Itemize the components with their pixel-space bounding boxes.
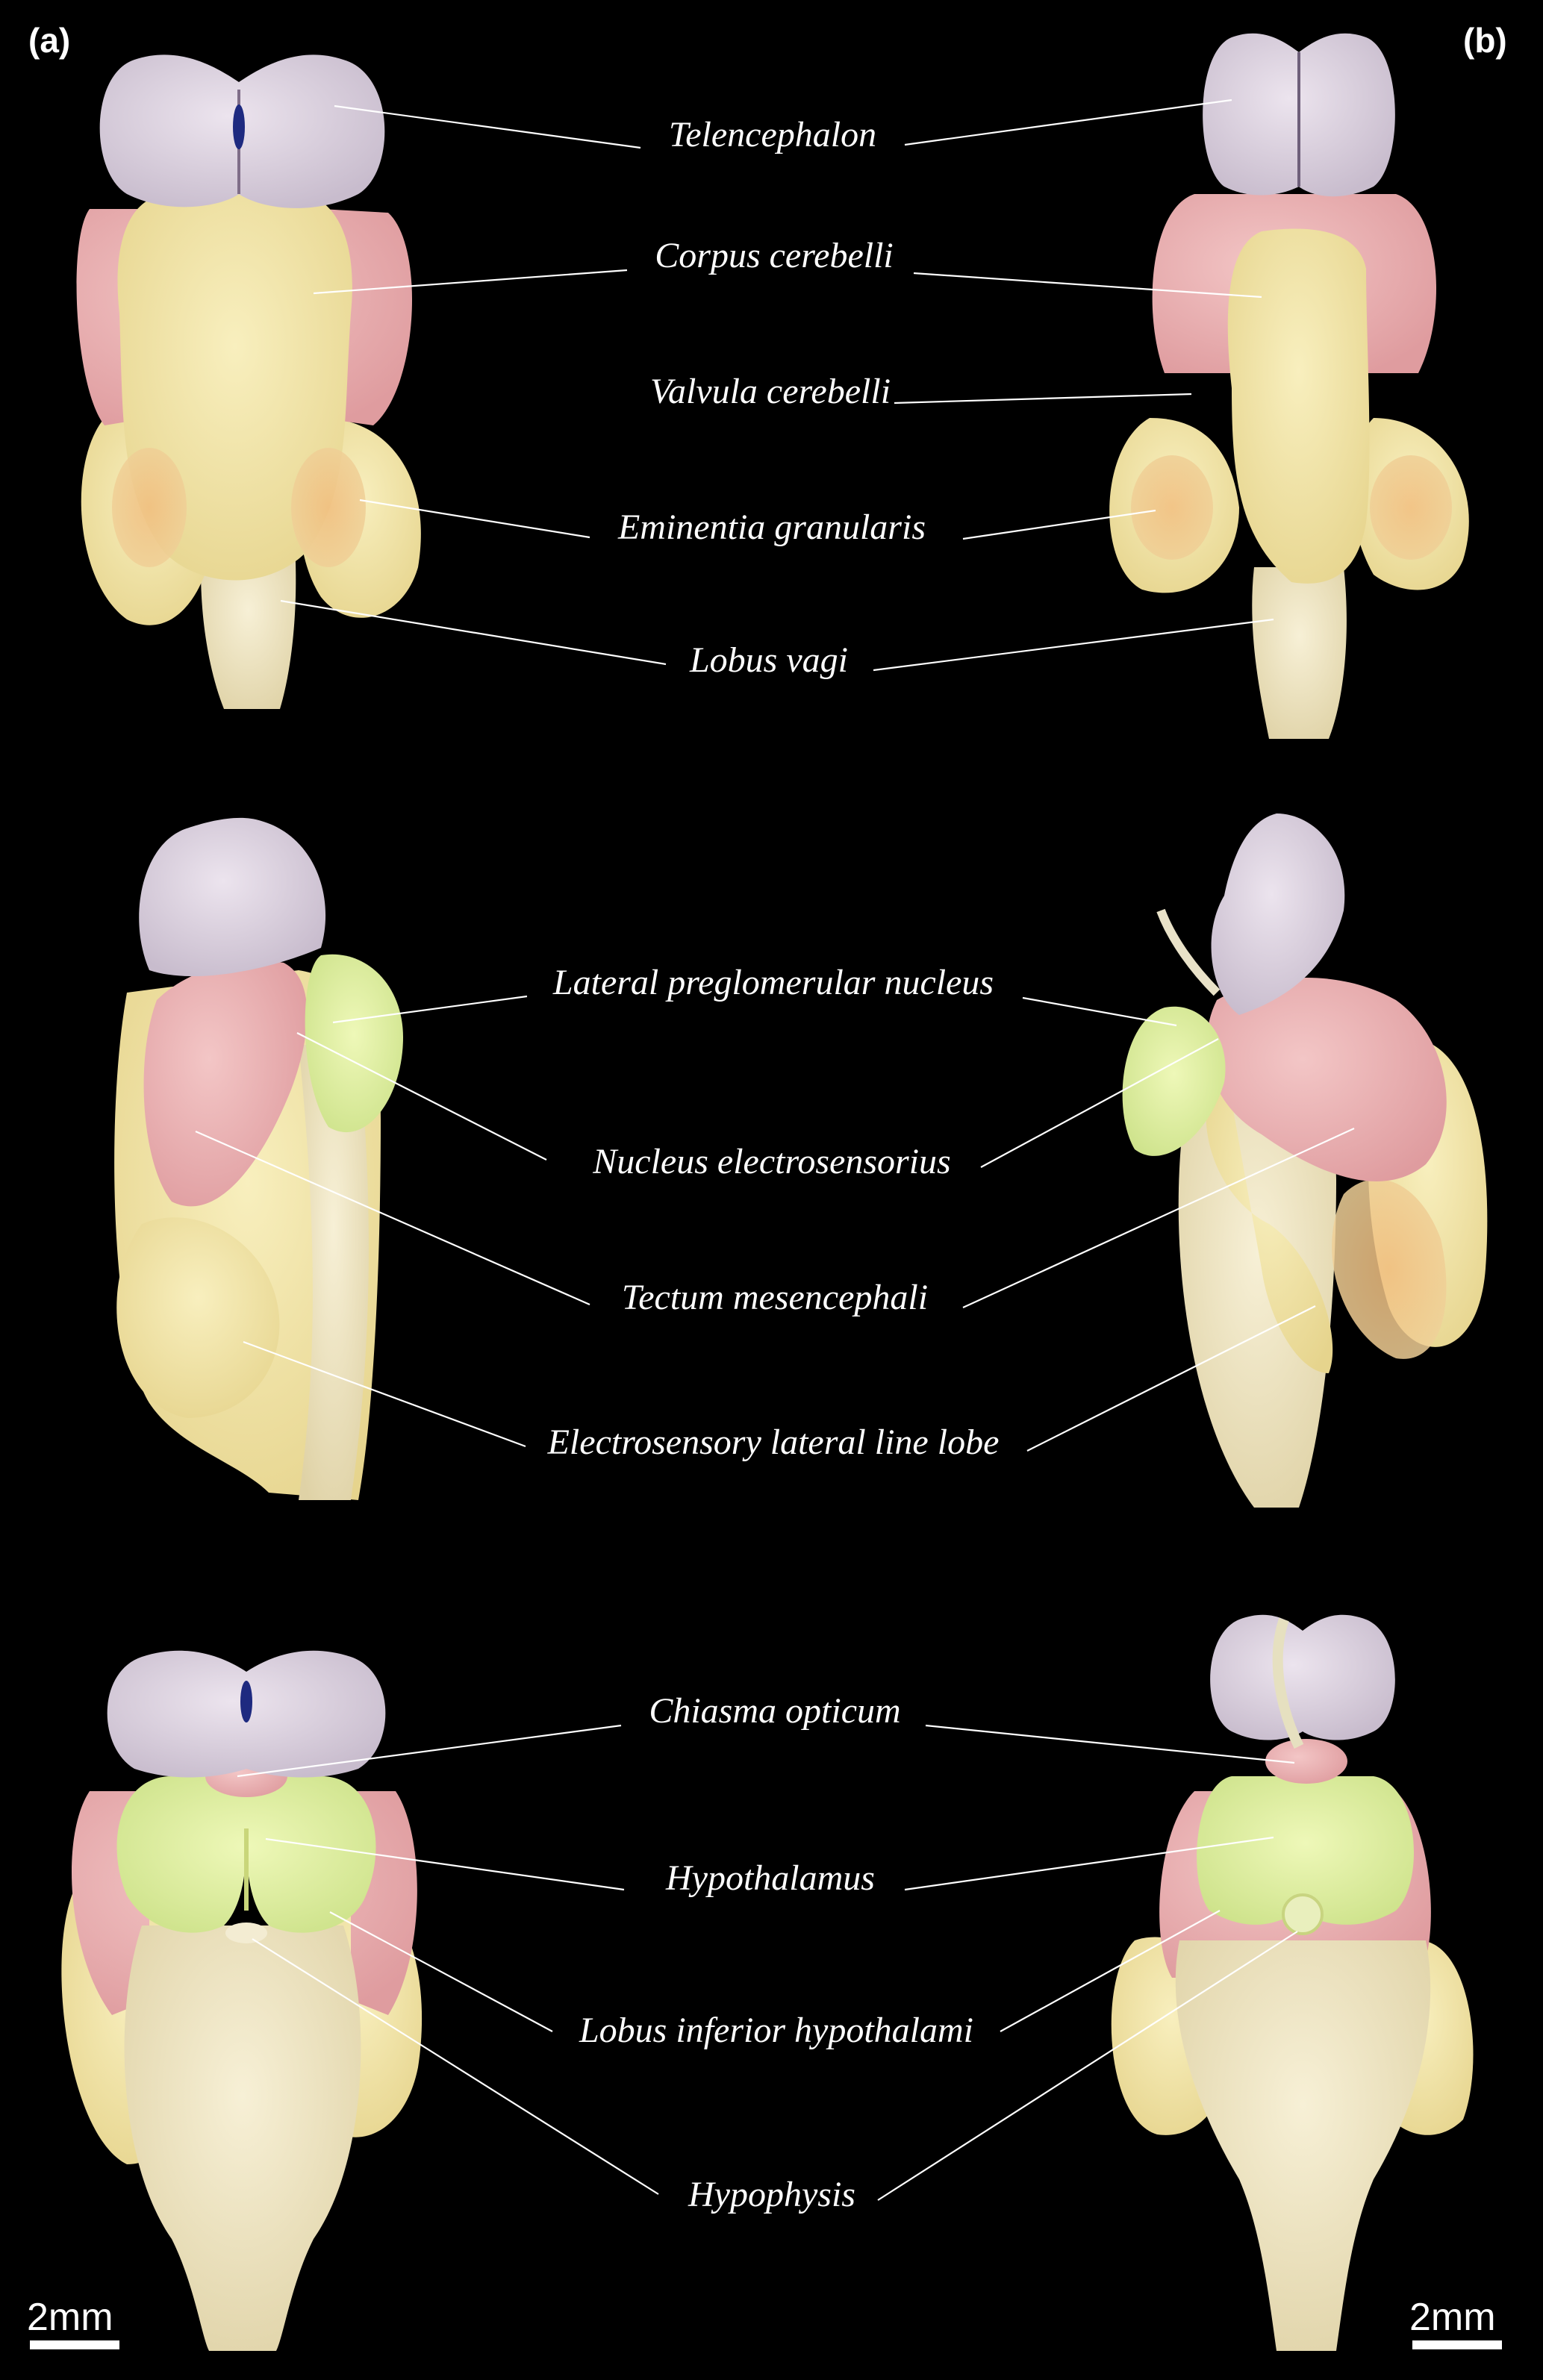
label-lateral-preglomerular-nucleus: Lateral preglomerular nucleus bbox=[552, 963, 994, 1002]
label-corpus-cerebelli: Corpus cerebelli bbox=[655, 236, 894, 275]
hypothalamus-ventral-b bbox=[1197, 1776, 1414, 1925]
lobus-vagi-stem-b bbox=[1252, 567, 1347, 739]
hypophysis-ventral-b bbox=[1282, 1893, 1324, 1935]
label-eminentia-granularis: Eminentia granularis bbox=[617, 507, 926, 547]
lobus-vagi-stem bbox=[201, 545, 296, 709]
leader-lines bbox=[195, 99, 1355, 2201]
scale-bar-right-line bbox=[1412, 2340, 1502, 2349]
panel-label-a: (a) bbox=[28, 21, 70, 60]
scale-bar-left-label: 2mm bbox=[27, 2296, 113, 2339]
label-lobus-vagi: Lobus vagi bbox=[689, 640, 848, 680]
dorsal-view-left bbox=[76, 54, 421, 709]
scale-bar-left: 2mm bbox=[27, 2296, 119, 2349]
brainstem-lateral-b bbox=[1178, 1082, 1336, 1508]
scale-bar-right-label: 2mm bbox=[1409, 2296, 1496, 2339]
eminentia-granularis-right bbox=[291, 448, 366, 567]
medulla-lateral bbox=[299, 1045, 369, 1500]
preglomerular-lateral bbox=[305, 954, 403, 1133]
elll-lateral bbox=[116, 1217, 280, 1418]
panel-label-b: (b) bbox=[1463, 21, 1507, 60]
label-electrosensory-lateral-line-lobe: Electrosensory lateral line lobe bbox=[547, 1422, 1000, 1462]
hypophysis-ventral bbox=[225, 1923, 267, 1943]
corpus-cerebelli-dorsal-b bbox=[1227, 228, 1370, 584]
brainstem-ventral bbox=[124, 1925, 361, 2351]
label-tectum-mesencephali: Tectum mesencephali bbox=[622, 1278, 928, 1317]
label-telencephalon: Telencephalon bbox=[669, 115, 876, 154]
telencephalon-ventral-b bbox=[1210, 1614, 1395, 1740]
lateral-view-right bbox=[1122, 813, 1488, 1508]
preglomerular-lateral-b bbox=[1122, 1006, 1226, 1156]
ventral-view-right bbox=[1111, 1614, 1474, 2351]
ventral-view-left bbox=[61, 1650, 423, 2351]
eminentia-lateral-b bbox=[1332, 1179, 1447, 1359]
eminentia-granularis-b-right bbox=[1370, 455, 1452, 560]
label-chiasma-opticum: Chiasma opticum bbox=[649, 1691, 900, 1731]
brainstem-ventral-b bbox=[1175, 1940, 1431, 2351]
label-lobus-inferior-hypothalami: Lobus inferior hypothalami bbox=[579, 2011, 973, 2050]
tectum-lateral-b bbox=[1206, 978, 1447, 1181]
chiasma-ventral-b bbox=[1265, 1739, 1347, 1784]
scale-bar-left-line bbox=[30, 2340, 119, 2349]
label-nucleus-electrosensorius: Nucleus electrosensorius bbox=[592, 1142, 950, 1181]
eminentia-granularis-left bbox=[112, 448, 187, 567]
scale-bar-right: 2mm bbox=[1409, 2296, 1502, 2349]
dorsal-view-right bbox=[1109, 33, 1469, 739]
telencephalon-lateral bbox=[139, 817, 326, 977]
telencephalon-lateral-b bbox=[1211, 813, 1345, 1015]
label-hypothalamus: Hypothalamus bbox=[665, 1858, 875, 1898]
label-valvula-cerebelli: Valvula cerebelli bbox=[650, 372, 891, 411]
eminentia-granularis-b-left bbox=[1131, 455, 1213, 560]
label-hypophysis: Hypophysis bbox=[688, 2175, 855, 2214]
hypothalamus-ventral bbox=[116, 1776, 376, 1933]
corpus-lateral-b bbox=[1206, 1060, 1333, 1373]
tectum-lateral bbox=[143, 961, 308, 1207]
annotation-labels: Telencephalon Corpus cerebelli Valvula c… bbox=[547, 115, 1000, 2214]
